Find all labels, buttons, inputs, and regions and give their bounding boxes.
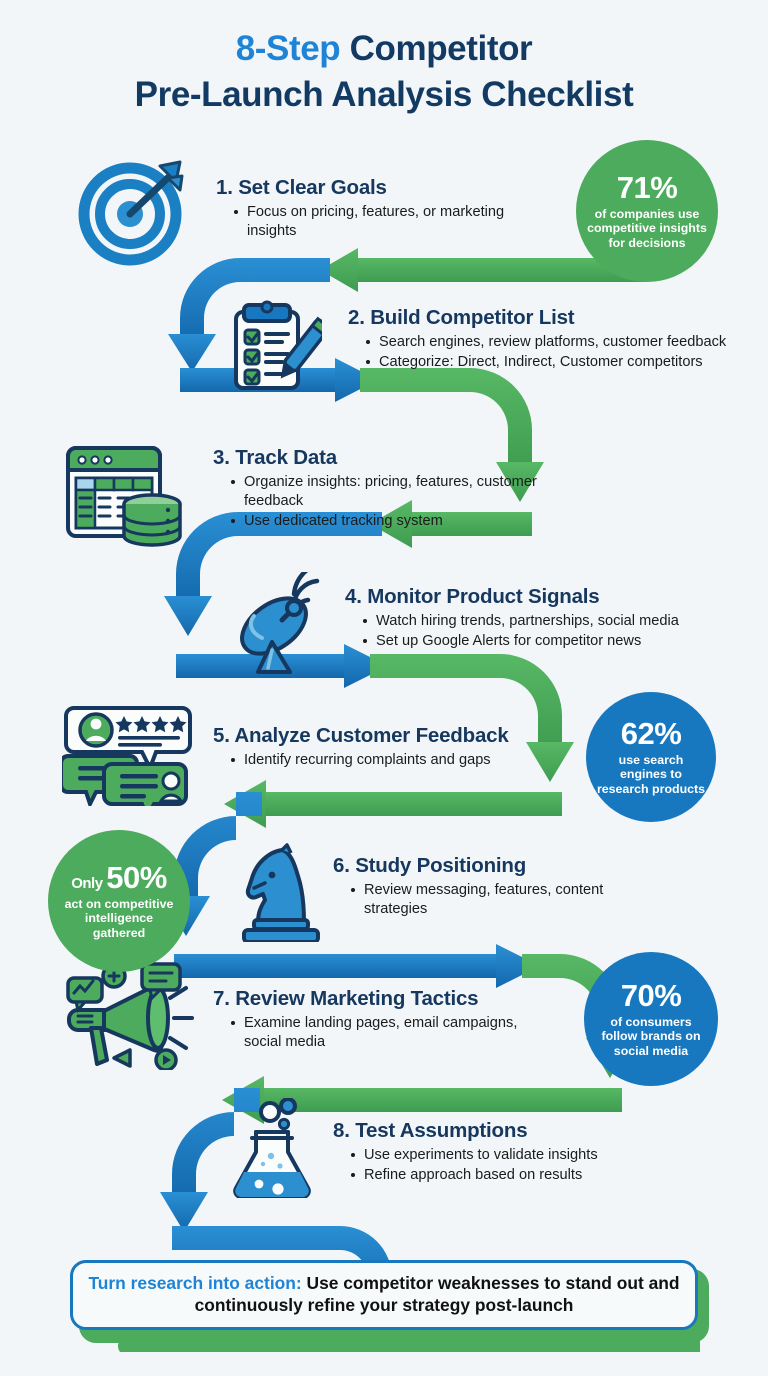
stat-badge-71: 71% of companies use competitive insight… [576, 140, 718, 282]
step-3-title: 3. Track Data [213, 446, 337, 469]
stat-caption: use search engines to research products [596, 752, 706, 796]
target-icon [78, 160, 184, 266]
title-accent: 8-Step [235, 29, 341, 68]
spreadsheet-database-icon [66, 446, 182, 547]
stat-badge-50: Only 50% act on competitive intelligence… [48, 830, 190, 972]
footer-callout: Turn research into action: Use competito… [70, 1260, 698, 1330]
step-8: 8. Test Assumptions Use experiments to v… [333, 1119, 663, 1186]
bullet: Examine landing pages, email campaigns, … [231, 1014, 533, 1052]
step-6-bullets: Review messaging, features, content stra… [333, 881, 653, 919]
bullet: Use dedicated tracking system [231, 512, 543, 531]
step-5: 5. Analyze Customer Feedback Identify re… [213, 724, 563, 771]
stat-number: 50% [106, 859, 167, 895]
step-7: 7. Review Marketing Tactics Examine land… [213, 987, 533, 1053]
bullet: Categorize: Direct, Indirect, Customer c… [366, 353, 738, 372]
step-7-bullets: Examine landing pages, email campaigns, … [213, 1014, 533, 1052]
megaphone-icon [66, 962, 194, 1070]
stat-prefix: Only [71, 874, 107, 892]
title-line-2: Pre-Launch Analysis Checklist [134, 74, 634, 114]
step-3-bullets: Organize insights: pricing, features, cu… [213, 473, 543, 531]
title-line-1: 8-Step Competitor [0, 26, 768, 72]
bullet: Set up Google Alerts for competitor news [363, 632, 745, 651]
stat-badge-70: 70% of consumers follow brands on social… [584, 952, 718, 1086]
bullet: Search engines, review platforms, custom… [366, 333, 738, 352]
bullet: Use experiments to validate insights [351, 1146, 663, 1165]
step-2-title: 2. Build Competitor List [348, 306, 575, 329]
step-2-bullets: Search engines, review platforms, custom… [348, 333, 738, 372]
bullet: Watch hiring trends, partnerships, socia… [363, 612, 745, 631]
step-7-title: 7. Review Marketing Tactics [213, 987, 479, 1010]
stat-badge-62: 62% use search engines to research produ… [586, 692, 716, 822]
stat-caption: of consumers follow brands on social med… [601, 1014, 701, 1058]
step-4-title: 4. Monitor Product Signals [345, 585, 600, 608]
footer-highlight: Turn research into action: [88, 1273, 302, 1294]
step-4: 4. Monitor Product Signals Watch hiring … [345, 585, 745, 652]
step-1-title: 1. Set Clear Goals [216, 176, 387, 199]
chess-knight-icon [242, 843, 320, 942]
step-6: 6. Study Positioning Review messaging, f… [333, 854, 653, 920]
bullet: Review messaging, features, content stra… [351, 881, 653, 919]
arrow-green-5 [224, 780, 562, 828]
footer-body: Use competitor weaknesses to stand out a… [194, 1273, 680, 1315]
step-8-bullets: Use experiments to validate insights Ref… [333, 1146, 663, 1185]
title-rest: Competitor [340, 29, 533, 68]
clipboard-checklist-icon [234, 300, 322, 390]
step-1: 1. Set Clear Goals Focus on pricing, fea… [216, 176, 546, 242]
step-4-bullets: Watch hiring trends, partnerships, socia… [345, 612, 745, 651]
arrow-blue-6 [174, 944, 540, 988]
step-8-title: 8. Test Assumptions [333, 1119, 528, 1142]
step-6-title: 6. Study Positioning [333, 854, 527, 877]
customer-review-icon [62, 706, 192, 806]
step-5-bullets: Identify recurring complaints and gaps [213, 751, 563, 770]
stat-caption: act on competitive intelligence gathered [64, 896, 174, 940]
satellite-dish-icon [240, 572, 320, 674]
bullet: Refine approach based on results [351, 1166, 663, 1185]
step-3: 3. Track Data Organize insights: pricing… [213, 446, 543, 532]
footer-text: Turn research into action: Use competito… [87, 1273, 681, 1317]
stat-value: Only 50% [71, 862, 167, 893]
bullet: Organize insights: pricing, features, cu… [231, 473, 543, 511]
flask-icon [233, 1098, 311, 1198]
stat-value: 70% [620, 977, 682, 1013]
step-5-title: 5. Analyze Customer Feedback [213, 724, 509, 747]
stat-value: 71% [616, 169, 678, 205]
bullet: Identify recurring complaints and gaps [231, 751, 563, 770]
page-title: 8-Step Competitor Pre-Launch Analysis Ch… [0, 26, 768, 117]
stat-caption: of companies use competitive insights fo… [587, 206, 707, 250]
stat-value: 62% [620, 715, 682, 751]
step-2: 2. Build Competitor List Search engines,… [348, 306, 738, 373]
bullet: Focus on pricing, features, or marketing… [234, 203, 546, 241]
step-1-bullets: Focus on pricing, features, or marketing… [216, 203, 546, 241]
